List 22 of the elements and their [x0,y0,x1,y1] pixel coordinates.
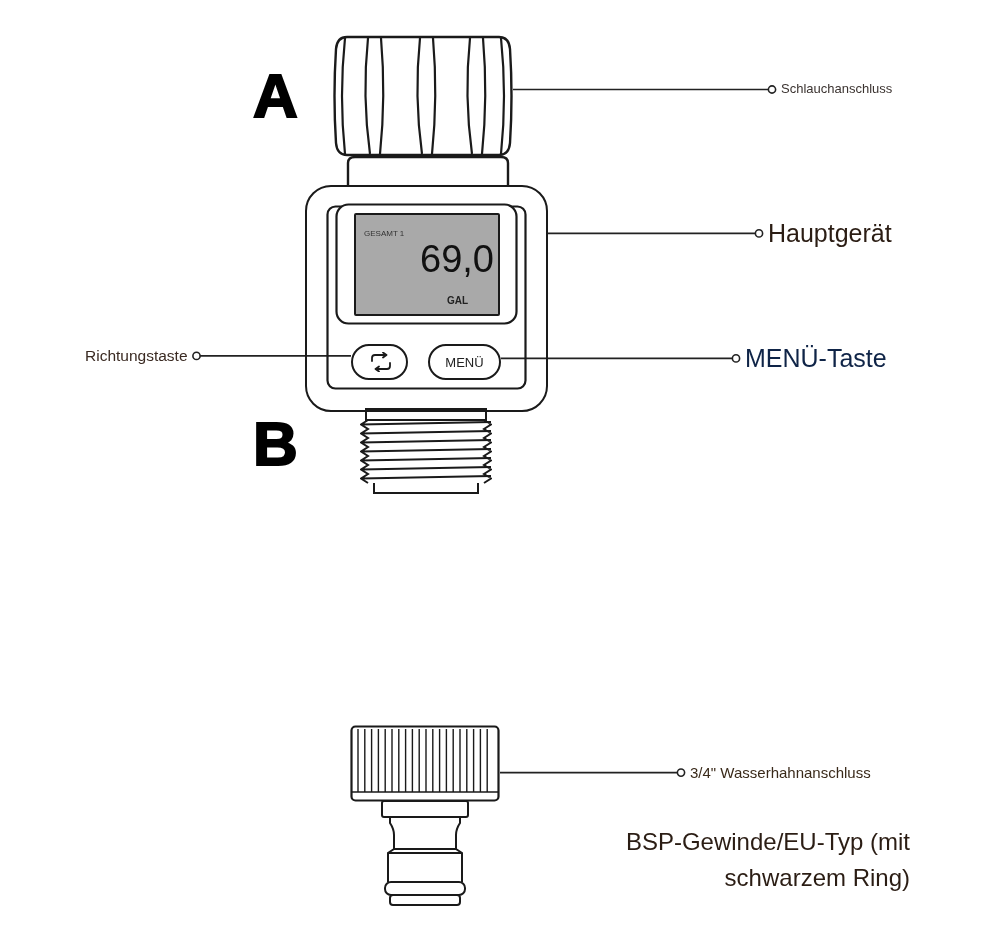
leader-line [547,229,764,238]
menu-button: MENÜ [428,344,501,380]
leader-line [499,768,686,777]
unit-label: GAL [446,295,468,306]
meter-body [305,185,548,412]
callout-label: Richtungstaste [85,347,188,365]
part-letter: B [253,410,298,479]
callout-label: Hauptgerät [768,219,892,248]
callout-label: MENÜ-Taste [745,344,887,373]
tap-adapter [350,725,500,907]
total-label: GESAMT 1 [364,230,405,239]
callout-label: Schlauchanschluss [781,82,893,97]
part-letter: A [253,62,298,131]
callout-label: 3/4" Wasserhahnanschluss [690,764,871,782]
leader-line [512,85,777,94]
note-text: BSP-Gewinde/EU-Typ (mit schwarzem Ring) [624,827,910,893]
leader-line [192,351,352,361]
leader-line [500,354,741,363]
reading-value: 69,0 [420,239,494,281]
lcd-display [354,213,500,316]
hose-coupling-nut [333,35,513,157]
direction-button [351,344,408,380]
